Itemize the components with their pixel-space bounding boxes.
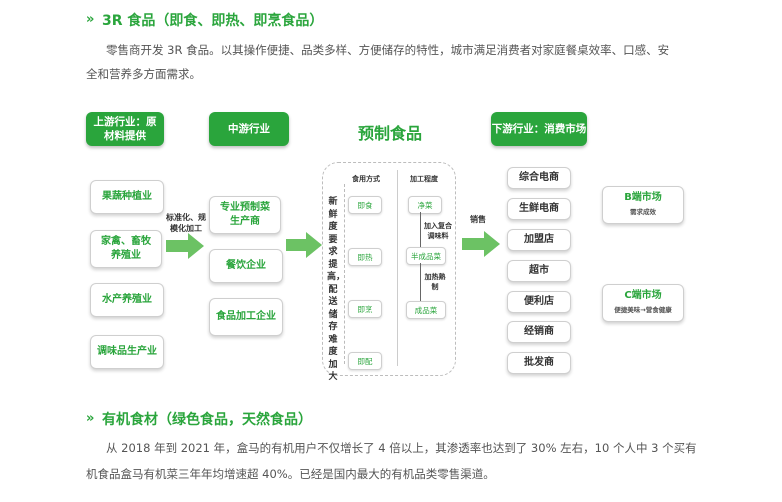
market-b: B端市场 需求成效	[602, 186, 684, 224]
upstream-item: 果蔬种植业	[90, 180, 164, 214]
col2-header: 加工程度	[410, 175, 438, 183]
diagram-title: 预制食品	[358, 124, 423, 143]
section2-paragraph-line2: 机食品盒马有机菜三年年均增速超 40%。已经是国内最大的有机品类零售渠道。	[86, 467, 495, 481]
market-b-sub: 需求成效	[630, 208, 656, 216]
col1-item: 即烹	[348, 300, 382, 318]
upstream-item: 调味品生产业	[90, 335, 164, 369]
midstream-header: 中游行业	[209, 112, 289, 146]
downstream-item: 便利店	[507, 291, 571, 313]
col2-connector-line	[420, 263, 421, 301]
col1-header: 食用方式	[352, 175, 380, 183]
col1-item: 即食	[348, 196, 382, 214]
midstream-item: 食品加工企业	[209, 298, 283, 336]
panel-divider-line	[397, 170, 398, 366]
market-c-title: C端市场	[624, 290, 662, 301]
double-chevron-right-icon: »	[86, 12, 95, 27]
downstream-item: 经销商	[507, 321, 571, 343]
downstream-item: 生鲜电商	[507, 198, 571, 220]
col2-item: 净菜	[408, 196, 442, 214]
right-arrow-icon	[286, 232, 322, 258]
col1-item: 即热	[348, 248, 382, 266]
col2-connector-line	[420, 212, 421, 247]
downstream-header: 下游行业：消费市场	[491, 112, 587, 146]
downstream-item: 综合电商	[507, 167, 571, 189]
market-c-sub: 便捷美味→营食健康	[614, 306, 672, 314]
processing-panel	[322, 162, 456, 376]
double-chevron-right-icon: »	[86, 411, 95, 426]
section1-paragraph-line2: 全和营养多方面需求。	[86, 67, 201, 81]
arrow3-label: 销售	[470, 215, 486, 224]
section2-heading: 有机食材（绿色食品，天然食品）	[102, 412, 312, 428]
section1-heading: 3R 食品（即食、即热、即烹食品）	[102, 13, 324, 29]
col2-note: 加入复合调味料	[424, 222, 452, 240]
midstream-item: 餐饮企业	[209, 249, 283, 283]
col1-item: 即配	[348, 352, 382, 370]
col2-item: 成品菜	[406, 301, 446, 319]
upstream-item: 家禽、畜牧养殖业	[90, 230, 162, 268]
downstream-item: 超市	[507, 260, 571, 282]
panel-vertical-text: 新鲜度要求提高，配送储存难度加大	[327, 197, 346, 382]
downstream-item: 加盟店	[507, 229, 571, 251]
upstream-item: 水产养殖业	[90, 283, 164, 317]
market-b-title: B端市场	[624, 192, 662, 203]
right-arrow-icon	[462, 231, 500, 257]
right-arrow-icon	[166, 233, 204, 259]
arrow1-label: 标准化、规模化加工	[166, 213, 206, 233]
col2-note: 加热熟制	[424, 273, 446, 291]
col2-item: 半成品菜	[406, 247, 446, 265]
section1-paragraph-line1: 零售商开发 3R 食品。以其操作便捷、品类多样、方便储存的特性，城市满足消费者对…	[106, 43, 670, 57]
market-c: C端市场 便捷美味→营食健康	[602, 284, 684, 322]
midstream-item: 专业预制菜生产商	[209, 196, 281, 234]
section2-paragraph-line1: 从 2018 年到 2021 年，盒马的有机用户不仅增长了 4 倍以上，其渗透率…	[106, 441, 697, 455]
upstream-header: 上游行业：原材料提供	[86, 112, 164, 146]
downstream-item: 批发商	[507, 352, 571, 374]
panel-divider-line	[344, 184, 345, 364]
